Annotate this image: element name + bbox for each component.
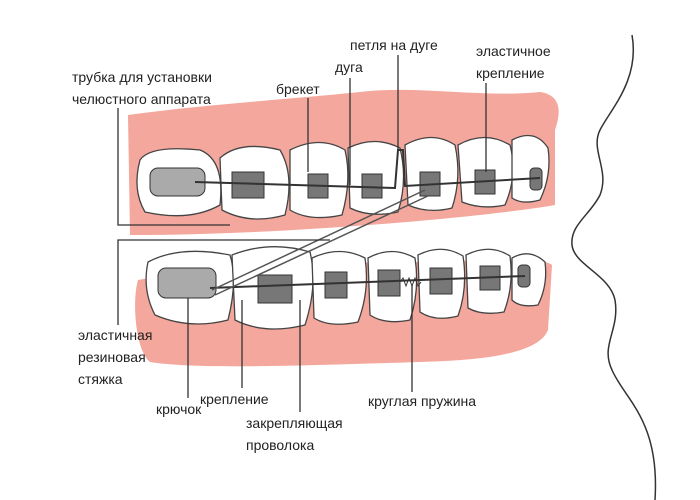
label-archwire: дуга (335, 59, 363, 75)
label-line: челюстного аппарата (72, 91, 211, 107)
upper-archwire (194, 149, 541, 190)
label-line: проволока (246, 437, 315, 453)
label-attachment: крепление (200, 391, 269, 407)
label-line: крепление (476, 65, 545, 81)
label-hook: крючок (156, 401, 202, 417)
leader-lines (117, 55, 487, 412)
label-ligature-wire: закрепляющая проволока (246, 412, 343, 456)
label-bracket: брекет (276, 81, 320, 97)
label-line: эластичное (476, 43, 551, 59)
label-elastic-ligature: эластичное крепление (476, 40, 551, 84)
lower-archwire (209, 275, 526, 289)
label-wire-loop: петля на дуге (350, 37, 438, 53)
label-tube: трубка для установки челюстного аппарата (72, 66, 212, 110)
coil-spring (399, 276, 422, 288)
label-elastic-band: эластичная резиновая стяжка (78, 324, 152, 390)
label-coil-spring: круглая пружина (368, 393, 477, 409)
label-line: закрепляющая (246, 415, 343, 431)
label-line: эластичная (78, 327, 153, 343)
lower-brackets (157, 264, 531, 304)
label-line: резиновая (78, 349, 146, 365)
label-line: стяжка (78, 371, 123, 387)
face-profile (571, 34, 657, 500)
label-line: трубка для установки (72, 69, 212, 85)
